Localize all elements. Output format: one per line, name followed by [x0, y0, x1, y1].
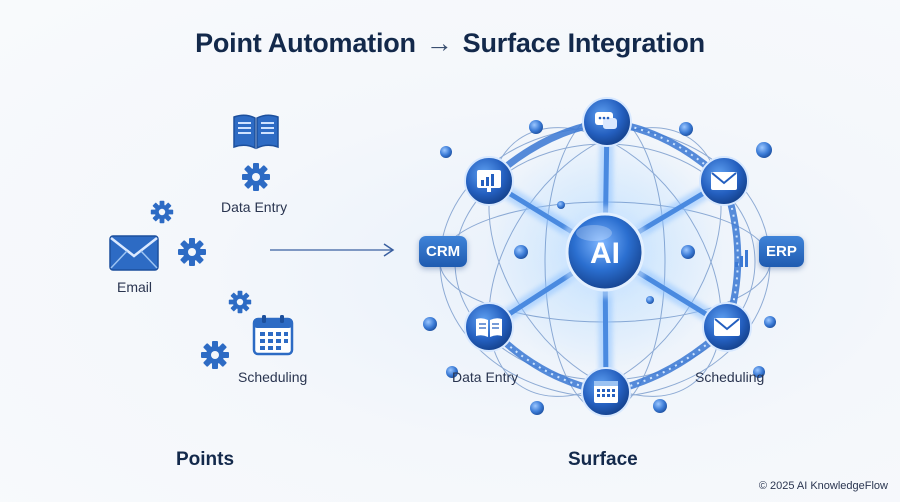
node-email-top	[699, 156, 749, 206]
node-calendar	[581, 367, 631, 417]
surface-heading: Surface	[568, 449, 638, 470]
gear-icon	[201, 341, 229, 369]
gear-icon	[178, 238, 206, 266]
envelope-icon	[109, 235, 159, 271]
book-icon	[233, 114, 279, 150]
title-right: Surface Integration	[462, 28, 705, 58]
points-scheduling-label: Scheduling	[238, 369, 308, 385]
page-title: Point Automation → Surface Integration	[0, 28, 900, 59]
node-chart	[464, 156, 514, 206]
points-heading: Points	[176, 449, 235, 470]
points-email-label: Email	[117, 279, 153, 295]
erp-badge: ERP	[759, 236, 804, 267]
surface-scheduling-label: Scheduling	[695, 369, 765, 385]
ai-hub-label: AI	[590, 237, 620, 270]
node-chat	[582, 97, 632, 147]
transition-arrow	[270, 243, 395, 257]
calendar-icon	[252, 315, 294, 356]
surface-data-entry-label: Data Entry	[452, 369, 519, 385]
copyright-text: © 2025 AI KnowledgeFlow	[758, 480, 888, 492]
gear-icon	[242, 163, 270, 191]
gear-icon	[150, 200, 174, 224]
orbit-spheres	[423, 120, 776, 415]
gear-icon	[228, 290, 252, 314]
node-email-bottom	[702, 302, 752, 352]
title-arrow: →	[425, 28, 453, 58]
crm-badge: CRM	[419, 236, 468, 267]
node-data-entry	[464, 302, 514, 352]
mini-bars-icon	[735, 250, 748, 267]
title-left: Point Automation	[195, 28, 416, 58]
points-data-entry-label: Data Entry	[221, 199, 288, 215]
ai-hub: AI	[559, 206, 651, 298]
